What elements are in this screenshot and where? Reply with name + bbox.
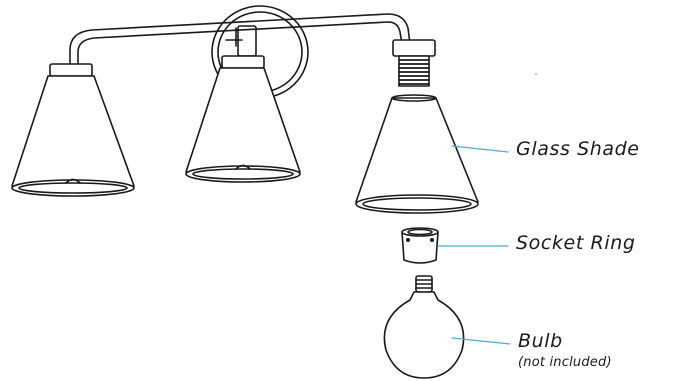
center-shade (186, 28, 300, 182)
socket-ring (402, 228, 438, 263)
bulb-note-label: (not included) (518, 355, 612, 370)
bulb (384, 276, 463, 378)
bulb-label: Bulb (518, 330, 563, 352)
left-shade (12, 64, 134, 196)
socket-ring-label: Socket Ring (516, 232, 636, 254)
glass-shade-leader (452, 146, 508, 152)
glass-shade (356, 95, 478, 213)
right-socket (393, 40, 435, 86)
speck (535, 73, 537, 75)
glass-shade-label: Glass Shade (516, 138, 640, 160)
